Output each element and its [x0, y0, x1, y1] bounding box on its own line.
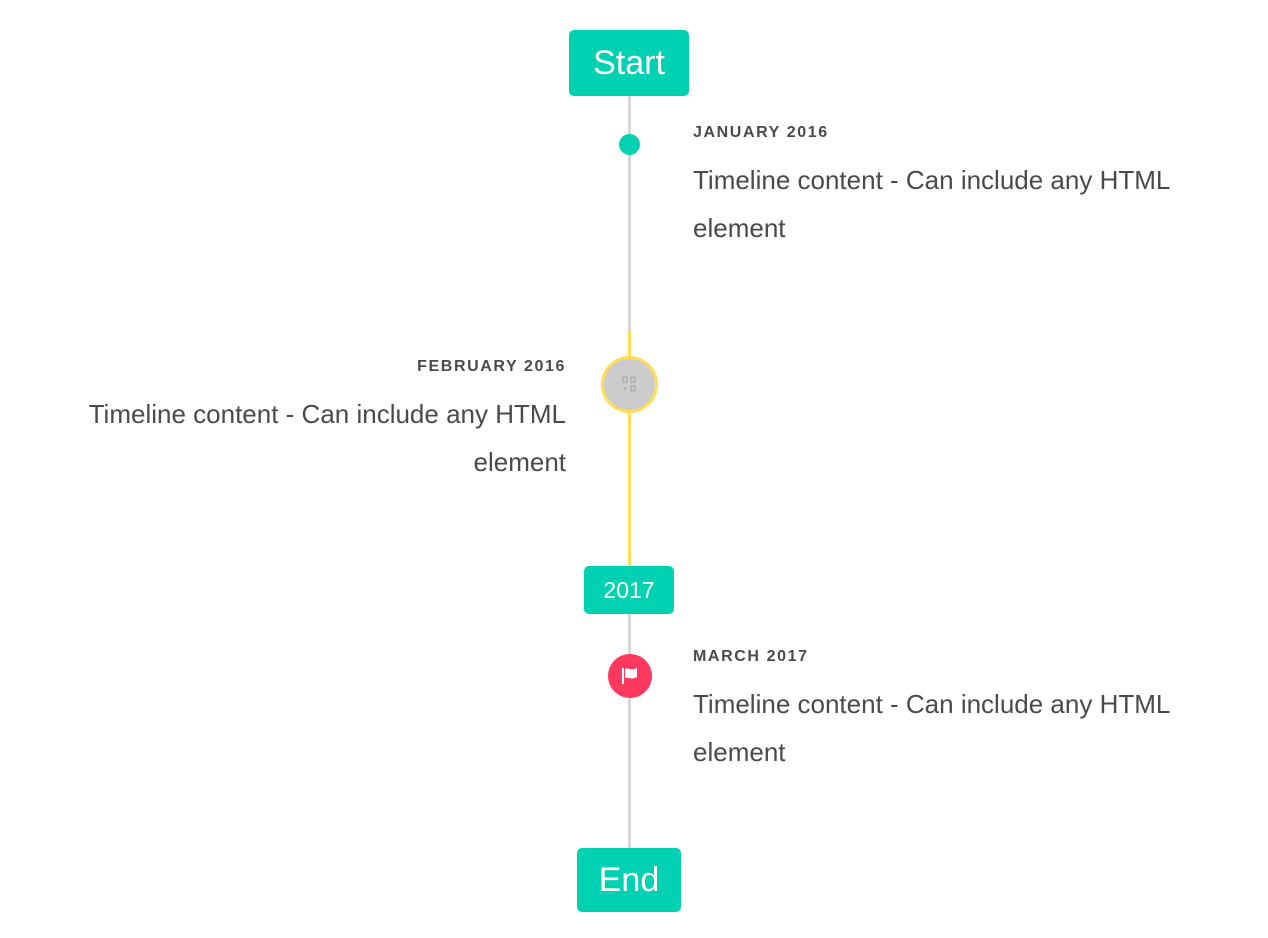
- broken-image-icon: [621, 375, 636, 392]
- timeline-body: Timeline content - Can include any HTML …: [693, 689, 1170, 767]
- timeline-content-january-2016: JANUARY 2016 Timeline content - Can incl…: [693, 124, 1233, 252]
- timeline-heading: JANUARY 2016: [693, 124, 829, 141]
- timeline-content-february-2016: FEBRUARY 2016 Timeline content - Can inc…: [36, 358, 566, 486]
- timeline-divider-badge-2017[interactable]: 2017: [584, 566, 674, 614]
- timeline-start-badge[interactable]: Start: [569, 30, 689, 96]
- timeline-marker-dot[interactable]: [609, 124, 650, 165]
- timeline-marker-image-placeholder[interactable]: [601, 356, 658, 413]
- timeline-heading: FEBRUARY 2016: [417, 358, 566, 375]
- timeline-rail-lower: [628, 614, 631, 848]
- timeline-divider-label: 2017: [603, 576, 655, 603]
- timeline-end-badge[interactable]: End: [577, 848, 681, 912]
- timeline-start-label: Start: [593, 44, 665, 82]
- timeline-end-label: End: [598, 861, 660, 899]
- timeline-body: Timeline content - Can include any HTML …: [88, 399, 566, 477]
- timeline-content-march-2017: MARCH 2017 Timeline content - Can includ…: [693, 648, 1233, 776]
- timeline-marker-flag[interactable]: [608, 654, 652, 698]
- timeline-heading: MARCH 2017: [693, 648, 809, 665]
- timeline-rail-upper: [628, 96, 631, 334]
- flag-icon: [621, 667, 637, 685]
- timeline-body: Timeline content - Can include any HTML …: [693, 165, 1170, 243]
- timeline-rail-highlight: [628, 332, 631, 566]
